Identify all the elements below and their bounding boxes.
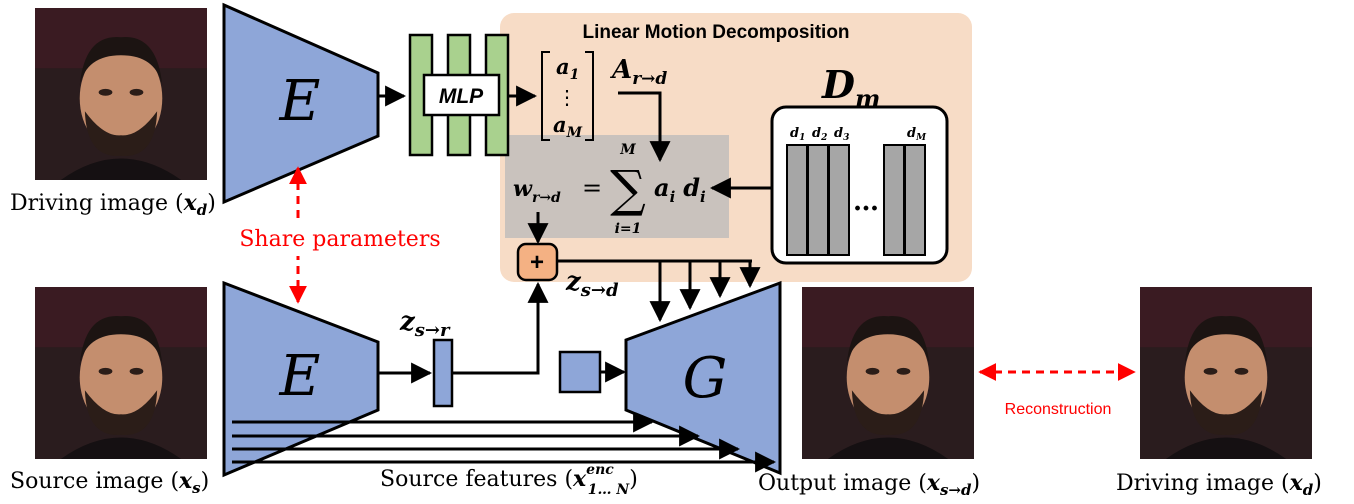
equation-lhs: wr→d: [513, 176, 561, 206]
mlp-block: [408, 33, 510, 157]
vector-bracket-left: [541, 51, 550, 141]
plus-node-label: +: [530, 249, 544, 276]
encoder-bottom-label: E: [279, 344, 321, 409]
arrow-latent-to-plus: [452, 281, 549, 375]
share-parameters-label: Share parameters: [239, 227, 440, 252]
dictionary-col-1: d1: [790, 126, 805, 143]
dictionary-columns: [786, 144, 926, 256]
encoder-top-label: E: [279, 69, 321, 134]
vector-a-dots: ⋮: [557, 85, 577, 109]
caption-output: Output image (xs→d): [758, 470, 980, 499]
constant-input-square: [558, 350, 602, 394]
latent-source-label: zs→r: [399, 307, 451, 341]
dictionary-col-2: d2: [812, 126, 827, 143]
reconstruction-label: Reconstruction: [1005, 401, 1112, 418]
equation-background: [505, 135, 729, 238]
source-image: [35, 287, 207, 459]
share-parameters-bg: [222, 220, 460, 256]
arrow-a-to-sum: [618, 91, 671, 163]
driving-image-top: [35, 8, 207, 180]
generator: [624, 280, 782, 476]
output-image: [802, 287, 974, 459]
vector-bracket-right: [585, 51, 594, 141]
matrix-a-label: Ar→d: [609, 55, 667, 89]
equation-equals: =: [582, 174, 602, 202]
encoder-bottom: [222, 280, 380, 478]
vector-a-first: a1: [556, 54, 579, 83]
equation-sum-lower: i=1: [615, 221, 642, 237]
equation-sum-symbol: ∑: [610, 160, 646, 218]
panel-title: Linear Motion Decomposition: [582, 22, 849, 43]
driving-image-right: [1140, 287, 1312, 459]
dictionary-col-3: d3: [834, 126, 849, 143]
dictionary-ellipsis: …: [853, 187, 879, 217]
latent-source-vector: [432, 338, 454, 408]
encoder-top: [222, 2, 380, 205]
caption-driving-right: Driving image (xd): [1116, 470, 1322, 499]
caption-source: Source image (xs): [10, 468, 209, 497]
equation-sum-upper: M: [619, 142, 636, 158]
caption-driving-top: Driving image (xd): [10, 190, 216, 219]
latent-driving-label: zs→d: [565, 267, 619, 301]
dictionary-col-m: dM: [907, 126, 927, 143]
mlp-label: MLP: [439, 85, 484, 108]
generator-label: G: [683, 346, 728, 411]
vector-a-last: aM: [553, 112, 583, 141]
